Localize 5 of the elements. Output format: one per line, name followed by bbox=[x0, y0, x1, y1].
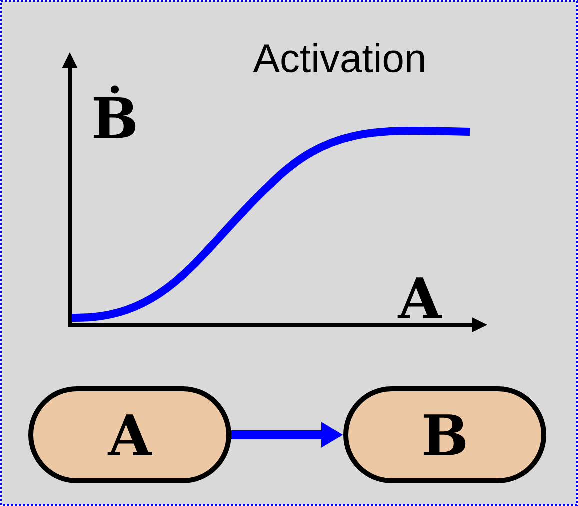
label: A bbox=[398, 278, 442, 318]
pill-box: A bbox=[28, 386, 232, 484]
label: Ḃ bbox=[94, 86, 136, 138]
pill-box: B bbox=[344, 386, 546, 484]
diagram-title: Activation bbox=[253, 43, 424, 73]
